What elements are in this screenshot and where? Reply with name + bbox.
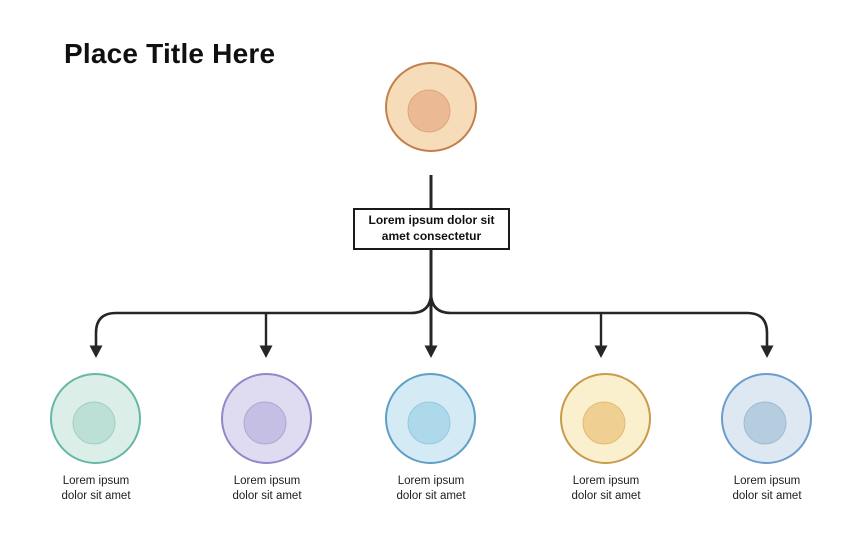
page-title: Place Title Here bbox=[64, 38, 276, 69]
arrowhead-1 bbox=[89, 345, 103, 358]
arrowhead-5 bbox=[760, 345, 774, 358]
arrowhead-3 bbox=[424, 345, 438, 358]
child-cell-3 bbox=[385, 373, 476, 464]
child-cell-4-caption: Lorem ipsum dolor sit amet bbox=[571, 475, 641, 502]
child-cell-1-caption: Lorem ipsum dolor sit amet bbox=[61, 475, 131, 502]
child-cell-5 bbox=[721, 373, 812, 464]
child-cell-2-nucleus bbox=[243, 401, 286, 444]
child-cell-3-nucleus bbox=[407, 401, 450, 444]
child-cell-4-nucleus bbox=[582, 401, 625, 444]
connector-label-box: Lorem ipsum dolor sit amet consectetur bbox=[353, 208, 510, 250]
child-cell-2 bbox=[221, 373, 312, 464]
connector-branch-left bbox=[94, 292, 433, 346]
parent-cell bbox=[385, 62, 477, 152]
child-cell-3-caption: Lorem ipsum dolor sit amet bbox=[396, 475, 466, 502]
child-cell-5-caption: Lorem ipsum dolor sit amet bbox=[732, 475, 802, 502]
connector-branch-right bbox=[429, 292, 769, 346]
child-cell-2-caption: Lorem ipsum dolor sit amet bbox=[232, 475, 302, 502]
connector-label-text: Lorem ipsum dolor sit amet consectetur bbox=[368, 213, 495, 243]
child-cell-1-nucleus bbox=[72, 401, 115, 444]
arrowhead-4 bbox=[594, 345, 608, 358]
child-cell-4 bbox=[560, 373, 651, 464]
arrowheads bbox=[89, 345, 774, 358]
parent-cell-nucleus bbox=[407, 89, 451, 133]
child-cell-5-nucleus bbox=[743, 401, 786, 444]
child-cell-1 bbox=[50, 373, 141, 464]
connector-lines bbox=[94, 175, 769, 346]
arrowhead-2 bbox=[259, 345, 273, 358]
